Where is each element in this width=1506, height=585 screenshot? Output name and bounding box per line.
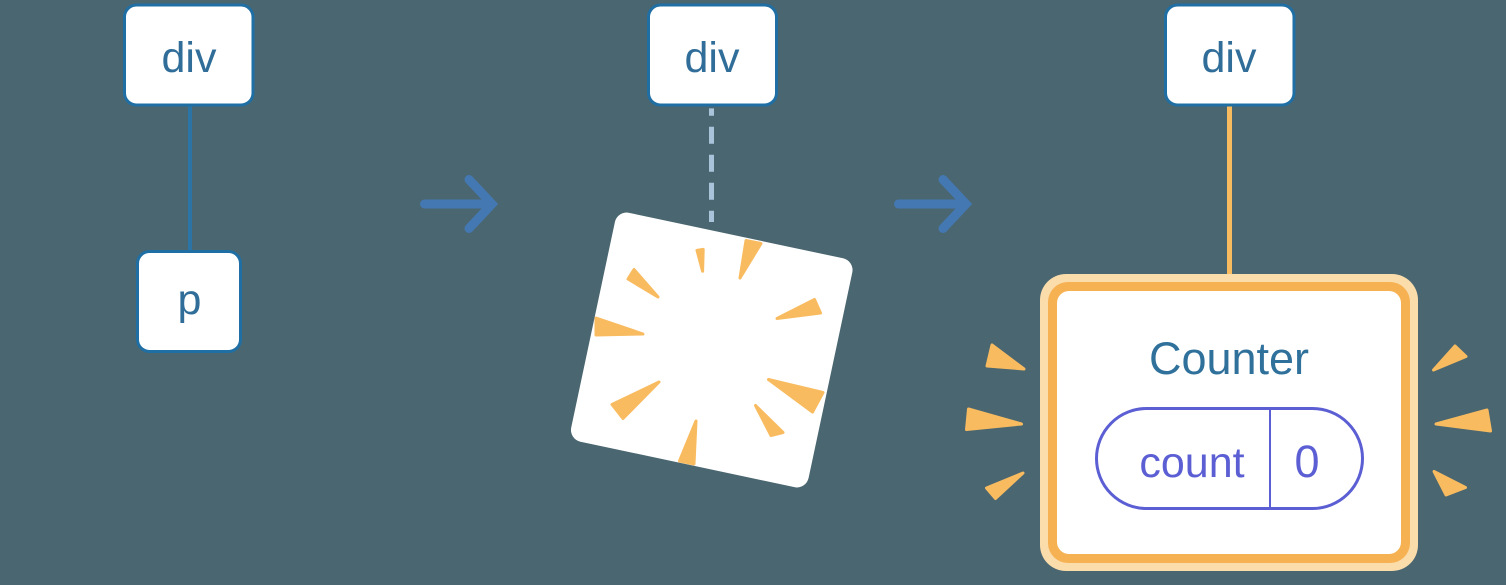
svg-text:div: div xyxy=(685,34,740,82)
svg-text:div: div xyxy=(162,34,217,82)
svg-text:Counter: Counter xyxy=(1149,333,1309,384)
svg-text:div: div xyxy=(1202,34,1257,82)
svg-text:p: p xyxy=(178,276,202,324)
svg-text:count: count xyxy=(1139,439,1244,487)
svg-text:0: 0 xyxy=(1294,436,1319,487)
